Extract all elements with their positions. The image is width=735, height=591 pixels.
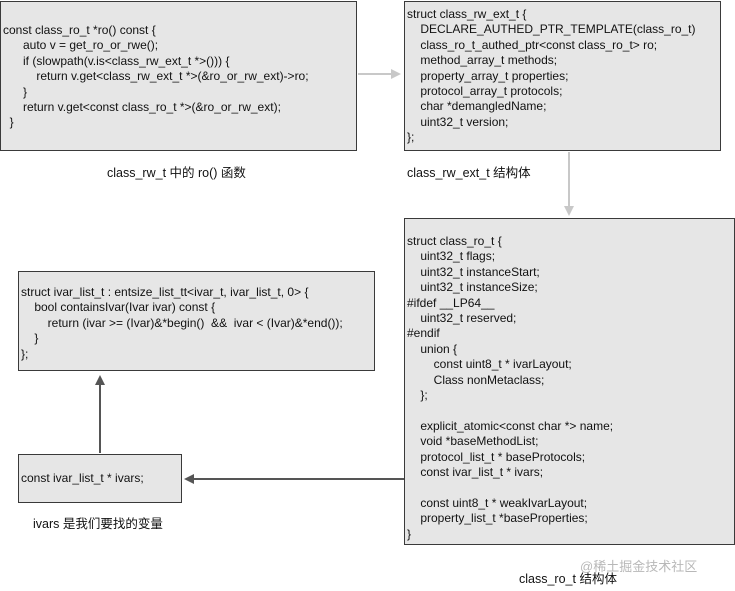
ro-method-code-box: const class_ro_t *ro() const { auto v = … (0, 1, 357, 151)
code-line: const uint8_t * weakIvarLayout; (407, 495, 588, 510)
code-line: struct ivar_list_t : entsize_list_tt<iva… (21, 285, 309, 299)
code-line: return (ivar >= (Ivar)&*begin() && ivar … (21, 315, 343, 330)
code-line: } (3, 115, 14, 130)
code-line: const ivar_list_t * ivars; (21, 471, 144, 485)
code-line: const ivar_list_t * ivars; (407, 465, 544, 480)
code-line: return v.get<class_rw_ext_t *>(&ro_or_rw… (3, 69, 309, 84)
code-line (407, 480, 734, 495)
rw-ext-struct-caption: class_rw_ext_t 结构体 (407, 166, 531, 180)
code-line: struct class_rw_ext_t { (407, 7, 527, 21)
code-line: uint32_t reserved; (407, 311, 517, 326)
code-line: uint32_t flags; (407, 249, 496, 264)
code-line: method_array_t methods; (407, 53, 558, 68)
code-line: const class_ro_t *ro() const { (3, 23, 156, 37)
code-line: uint32_t version; (407, 114, 509, 129)
ro-method-caption: class_rw_t 中的 ro() 函数 (107, 166, 246, 180)
code-line: #ifdef __LP64__ (407, 295, 495, 310)
code-line: struct class_ro_t { (407, 234, 502, 248)
code-line: protocol_list_t * baseProtocols; (407, 449, 586, 464)
code-line: auto v = get_ro_or_rwe(); (3, 38, 159, 53)
ivars-field-box: const ivar_list_t * ivars; (18, 454, 182, 503)
code-line: protocol_array_t protocols; (407, 84, 563, 99)
ro-struct-caption: class_ro_t 结构体 (519, 572, 617, 586)
code-line (407, 403, 734, 418)
code-line: union { (407, 341, 458, 356)
code-line: if (slowpath(v.is<class_rw_ext_t *>())) … (3, 53, 230, 68)
code-line: uint32_t instanceStart; (407, 264, 540, 279)
watermark-text: @稀土掘金技术社区 (580, 559, 698, 574)
code-line: return v.get<const class_ro_t *>(&ro_or_… (3, 100, 281, 115)
code-line: }; (407, 388, 428, 403)
ivar-list-struct-code-box: struct ivar_list_t : entsize_list_tt<iva… (18, 271, 375, 371)
ro-struct-code-box: struct class_ro_t { uint32_t flags; uint… (404, 218, 735, 545)
code-line: property_list_t *baseProperties; (407, 511, 588, 526)
code-line: } (3, 84, 28, 99)
rw-ext-struct-code-box: struct class_rw_ext_t { DECLARE_AUTHED_P… (404, 1, 721, 151)
code-line: uint32_t instanceSize; (407, 280, 538, 295)
code-line: Class nonMetaclass; (407, 372, 545, 387)
code-line: explicit_atomic<const char *> name; (407, 418, 614, 433)
code-line: bool containsIvar(Ivar ivar) const { (21, 300, 216, 315)
code-line: #endif (407, 326, 440, 341)
code-line: } (21, 331, 39, 346)
code-line: class_ro_t_authed_ptr<const class_ro_t> … (407, 37, 658, 52)
code-line: }; (407, 130, 415, 145)
ivars-field-caption: ivars 是我们要找的变量 (33, 517, 163, 531)
code-line: void *baseMethodList; (407, 434, 539, 449)
code-line: } (407, 526, 412, 541)
code-line: char *demangledName; (407, 99, 547, 114)
code-line: property_array_t properties; (407, 68, 569, 83)
code-line: const uint8_t * ivarLayout; (407, 357, 572, 372)
code-line: }; (21, 346, 29, 361)
code-line: DECLARE_AUTHED_PTR_TEMPLATE(class_ro_t) (407, 22, 696, 37)
